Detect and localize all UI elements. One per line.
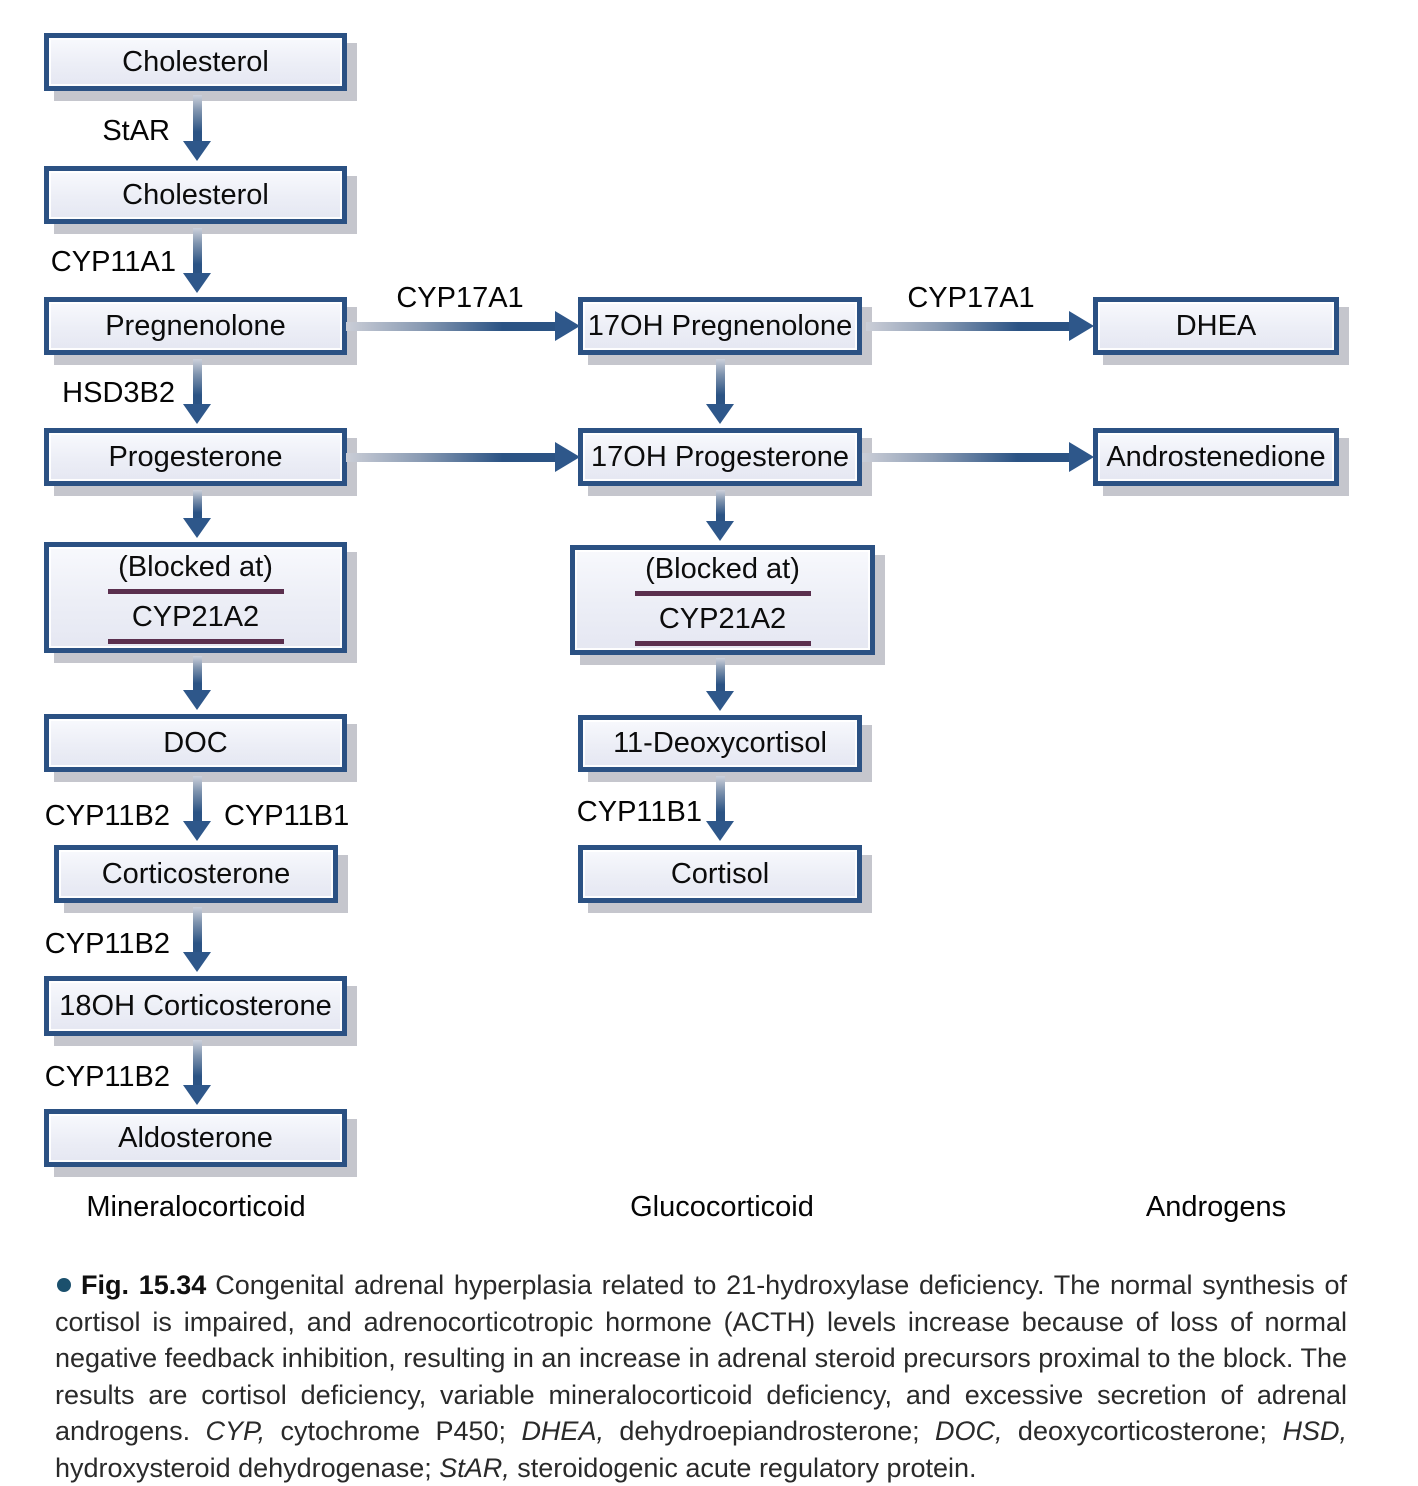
- arrowhead-icon: [183, 821, 211, 841]
- arrow-shaft: [346, 321, 555, 331]
- node-label: Cholesterol: [122, 178, 269, 211]
- arrow-down-block-11deoxy: [706, 658, 734, 711]
- node-cholesterol-top: Cholesterol: [44, 33, 347, 91]
- arrowhead-icon: [1069, 311, 1094, 341]
- node-dhea: DHEA: [1093, 297, 1339, 355]
- node-label: 17OH Progesterone: [591, 440, 849, 473]
- node-label: Cholesterol: [122, 45, 269, 78]
- arrow-shaft: [192, 95, 202, 141]
- arrow-down-17ohprog-block: [706, 490, 734, 541]
- enzyme-label-hsd3b2: HSD3B2: [62, 377, 175, 409]
- arrow-shaft: [192, 907, 202, 952]
- arrowhead-icon: [183, 273, 211, 293]
- node-label: DHEA: [1175, 309, 1257, 342]
- node-label: Progesterone: [108, 440, 283, 473]
- node-label: Aldosterone: [118, 1121, 273, 1154]
- arrowhead-icon: [706, 404, 734, 424]
- node-label: Cortisol: [670, 857, 770, 890]
- arrow-shaft: [715, 776, 725, 821]
- node-18oh-corticosterone: 18OH Corticosterone: [44, 976, 347, 1036]
- arrow-shaft: [346, 452, 555, 462]
- arrow-right-progesterone-17oh: [346, 442, 580, 472]
- arrow-down-17ohpreg-17ohprog: [706, 359, 734, 424]
- node-label: 11-Deoxycortisol: [613, 727, 827, 759]
- arrowhead-icon: [555, 442, 580, 472]
- node-label: Pregnenolone: [105, 309, 286, 342]
- node-progesterone: Progesterone: [44, 428, 347, 486]
- arrowhead-icon: [183, 141, 211, 161]
- enzyme-label-cyp11a1: CYP11A1: [50, 246, 176, 278]
- node-label: 18OH Corticosterone: [59, 989, 332, 1022]
- arrow-shaft: [192, 490, 202, 518]
- category-label-glucocorticoid: Glucocorticoid: [630, 1191, 814, 1223]
- arrow-down-18oh-aldosterone: [183, 1040, 211, 1105]
- arrow-shaft: [715, 658, 725, 691]
- arrow-right-17ohprog-androstenedione: [862, 442, 1094, 472]
- node-blocked-cyp21a2-mid: (Blocked at) CYP21A2: [570, 545, 875, 655]
- arrowhead-icon: [706, 821, 734, 841]
- caption-bullet-icon: [57, 1278, 71, 1293]
- arrowhead-icon: [706, 521, 734, 541]
- blocked-enzyme-text: CYP21A2: [107, 601, 284, 644]
- arrowhead-icon: [1069, 442, 1094, 472]
- node-doc: DOC: [44, 714, 347, 772]
- category-label-mineralocorticoid: Mineralocorticoid: [86, 1191, 306, 1223]
- enzyme-label-star: StAR: [102, 115, 170, 147]
- arrow-shaft: [192, 1040, 202, 1085]
- node-17oh-progesterone: 17OH Progesterone: [578, 428, 862, 486]
- node-aldosterone: Aldosterone: [44, 1109, 347, 1167]
- arrow-down-corticosterone-18oh: [183, 907, 211, 972]
- arrow-down-11deoxy-cortisol: [706, 776, 734, 841]
- arrow-down-cyp11a1: [183, 228, 211, 293]
- arrow-right-17ohpreg-dhea: [866, 311, 1094, 341]
- blocked-enzyme-text: CYP21A2: [634, 603, 811, 646]
- arrowhead-icon: [555, 311, 580, 341]
- arrowhead-icon: [183, 518, 211, 538]
- arrowhead-icon: [183, 404, 211, 424]
- arrow-down-progesterone-block: [183, 490, 211, 538]
- arrow-shaft: [862, 452, 1069, 462]
- node-17oh-pregnenolone: 17OH Pregnenolone: [578, 297, 862, 355]
- arrow-shaft: [192, 228, 202, 273]
- node-androstenedione: Androstenedione: [1093, 428, 1339, 486]
- arrow-shaft: [192, 359, 202, 404]
- node-pregnenolone: Pregnenolone: [44, 297, 347, 355]
- enzyme-label-cyp11b2-18oh: CYP11B2: [44, 1061, 170, 1093]
- node-blocked-cyp21a2-left: (Blocked at) CYP21A2: [44, 542, 347, 653]
- enzyme-label-cyp11b2-cort: CYP11B2: [44, 928, 170, 960]
- enzyme-label-cyp11b1-cortisol: CYP11B1: [576, 796, 702, 828]
- node-label: Corticosterone: [101, 857, 291, 890]
- node-label: 17OH Pregnenolone: [587, 309, 853, 342]
- figure-caption-text: Congenital adrenal hyperplasia related t…: [55, 1270, 1348, 1483]
- arrowhead-icon: [183, 1085, 211, 1105]
- node-cholesterol-mitochondrial: Cholesterol: [44, 166, 347, 224]
- enzyme-label-cyp17a1-preg: CYP17A1: [396, 282, 524, 314]
- node-label: DOC: [163, 726, 228, 759]
- node-corticosterone: Corticosterone: [54, 845, 338, 903]
- arrow-shaft: [192, 776, 202, 821]
- arrow-shaft: [715, 490, 725, 521]
- blocked-at-text: (Blocked at): [634, 553, 811, 596]
- node-11-deoxycortisol: 11-Deoxycortisol: [578, 715, 862, 772]
- arrow-down-hsd3b2: [183, 359, 211, 424]
- enzyme-label-cyp17a1-dhea: CYP17A1: [907, 282, 1035, 314]
- arrowhead-icon: [183, 952, 211, 972]
- arrow-shaft: [192, 656, 202, 690]
- arrow-right-pregnenolone-17oh: [346, 311, 580, 341]
- blocked-at-text: (Blocked at): [107, 551, 284, 594]
- node-label: Androstenedione: [1106, 440, 1326, 473]
- category-label-androgens: Androgens: [1145, 1191, 1287, 1223]
- arrowhead-icon: [183, 690, 211, 710]
- node-cortisol: Cortisol: [578, 845, 862, 903]
- enzyme-label-cyp11b2-doc: CYP11B2: [44, 800, 170, 832]
- arrowhead-icon: [706, 691, 734, 711]
- arrow-down-doc-corticosterone: [183, 776, 211, 841]
- caption-figure-number: Fig. 15.34: [81, 1270, 207, 1300]
- arrow-down-star: [183, 95, 211, 161]
- enzyme-label-cyp11b1-doc: CYP11B1: [224, 800, 350, 832]
- arrow-shaft: [866, 321, 1069, 331]
- arrow-shaft: [715, 359, 725, 404]
- arrow-down-block-doc: [183, 656, 211, 710]
